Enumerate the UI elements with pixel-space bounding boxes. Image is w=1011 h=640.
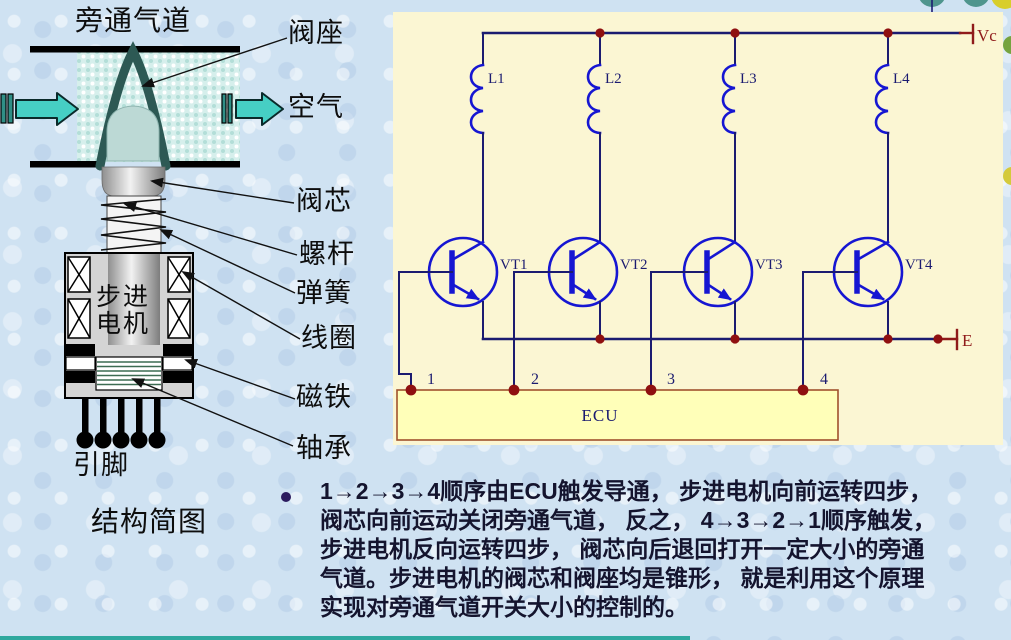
leader-magnet — [184, 358, 296, 400]
motor-shaft — [108, 254, 160, 345]
bottom-strip — [0, 636, 690, 640]
transistor-label-vt1: VT1 — [500, 257, 528, 273]
motor-pins — [76, 398, 166, 449]
channel-wall-bottom-right — [166, 161, 240, 168]
circuit-labels: L1 L2 L3 L4 VT1 VT2 VT3 VT4 1 2 3 4 ECU … — [427, 26, 997, 425]
label-valve-seat: 阀座 — [288, 18, 344, 48]
circuit-diagram: L1 L2 L3 L4 VT1 VT2 VT3 VT4 1 2 3 4 ECU … — [396, 23, 997, 441]
inductor-label-l1: L1 — [488, 71, 505, 87]
ecu-terminal-4: 4 — [820, 371, 828, 388]
edge-dot-green — [1003, 36, 1011, 54]
note-line-5: 实现对旁通气道开关大小的控制的。 — [320, 594, 688, 620]
label-screw-rod: 螺杆 — [299, 239, 355, 269]
note-line-1: 1→2→3→4顺序由ECU触发导通， 步进电机向前运转四步， — [320, 478, 933, 504]
motor-label-line2: 电机 — [96, 311, 151, 338]
vt1-base-drop — [398, 271, 412, 391]
inductor-label-l4: L4 — [893, 71, 910, 87]
junction-dots — [405, 28, 943, 396]
decor-dot-yellow — [991, 0, 1011, 9]
leader-valve-core — [150, 177, 295, 204]
bearing-block — [95, 356, 163, 391]
motor-label: 步进 电机 — [96, 284, 150, 338]
transistor-label-vt3: VT3 — [755, 257, 783, 273]
leader-coil — [181, 271, 301, 340]
ecu-label: ECU — [582, 406, 619, 425]
transistor-VT4 — [802, 236, 904, 391]
transistor-VT2 — [513, 236, 619, 391]
motor-label-line1: 步进 — [96, 284, 151, 311]
transistor-VT1 — [398, 236, 499, 391]
label-pins: 引脚 — [73, 450, 129, 480]
leader-valve-seat — [141, 37, 288, 88]
corner-decoration-dots — [919, 0, 1011, 13]
inductor-L2 — [586, 32, 602, 243]
stepper-motor-body — [64, 252, 194, 399]
screw-spring-section — [100, 195, 167, 254]
air-arrow-right — [221, 92, 284, 126]
inductor-L4 — [874, 32, 890, 243]
leader-spring — [159, 229, 296, 294]
inductor-L1 — [469, 32, 485, 243]
leader-bearing — [131, 378, 294, 447]
leader-lines — [123, 37, 301, 447]
air-arrow-left — [0, 92, 79, 126]
valve-structure-diagram — [0, 37, 301, 449]
inductor-L3 — [721, 32, 737, 243]
ecu-terminal-2: 2 — [531, 371, 539, 388]
circuit-panel — [393, 12, 1003, 445]
ecu-terminal-3: 3 — [667, 371, 675, 388]
spring-coil-lines — [100, 198, 167, 251]
transistor-label-vt2: VT2 — [620, 257, 648, 273]
diagram-caption: 结构简图 — [91, 507, 208, 538]
inductor-label-l2: L2 — [605, 71, 622, 87]
vc-label: Vc — [977, 26, 997, 45]
label-magnet: 磁铁 — [296, 382, 352, 412]
edge-dot-yellow — [1003, 167, 1011, 185]
coil-boxes — [67, 256, 191, 339]
ecu-terminal-1: 1 — [427, 371, 435, 388]
channel-wall-bottom-left — [30, 161, 102, 168]
note-line-4: 气道。步进电机的阀芯和阀座均是锥形， 就是利用这个原理 — [320, 565, 925, 591]
transistor-label-vt4: VT4 — [905, 257, 933, 273]
inductor-branches — [469, 32, 890, 243]
label-bearing: 轴承 — [296, 433, 352, 463]
note-line-3: 步进电机反向运转四步， 阀芯向后退回打开一定大小的旁通 — [320, 536, 925, 562]
label-spring: 弹簧 — [296, 278, 352, 308]
label-coil: 线圈 — [301, 323, 357, 353]
label-air: 空气 — [288, 92, 344, 122]
valve-core-tip — [106, 105, 160, 162]
vc-rail — [481, 23, 975, 45]
inductor-label-l3: L3 — [740, 71, 757, 87]
e-label: E — [962, 331, 972, 350]
diagram-title: 旁通气道 — [75, 6, 192, 37]
decor-dot-teal-2 — [963, 0, 989, 7]
notes-block: 1→2→3→4顺序由ECU触发导通， 步进电机向前运转四步， 阀芯向前运动关闭旁… — [320, 477, 936, 622]
leader-screw-rod — [123, 202, 298, 256]
transistor-VT3 — [650, 236, 754, 391]
label-valve-core: 阀芯 — [296, 186, 352, 216]
bullet-marker — [281, 492, 291, 502]
ecu-box — [396, 389, 839, 441]
note-line-2: 阀芯向前运动关闭旁通气道， 反之， 4→3→2→1顺序触发， — [320, 507, 936, 533]
